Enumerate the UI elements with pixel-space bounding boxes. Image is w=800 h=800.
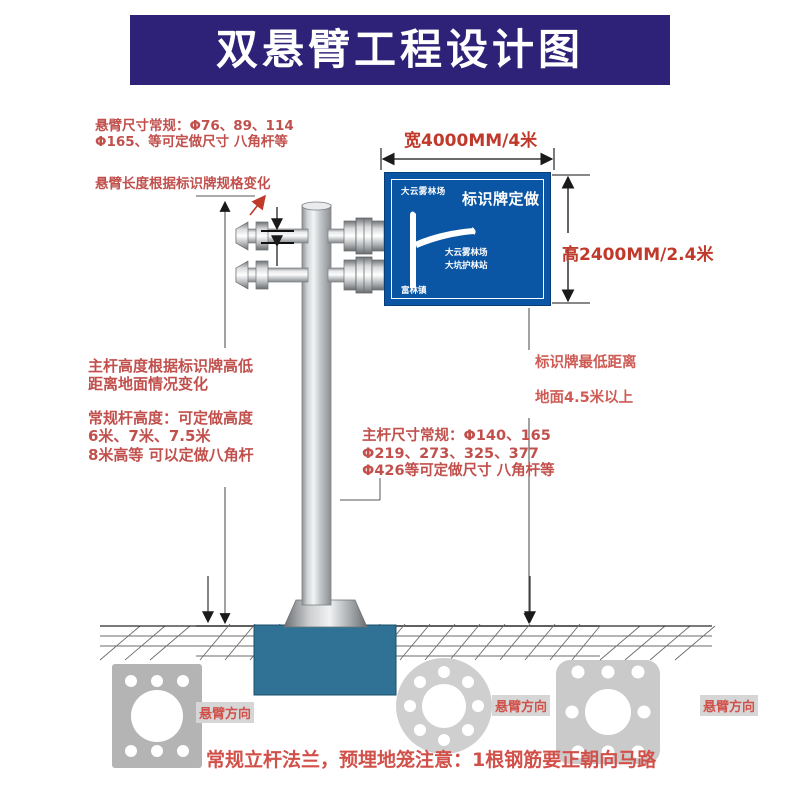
- sign-top-left-text: 大云雾林场: [401, 187, 446, 197]
- annotation-pole-size: 主杆尺寸常规：Φ140、165 Φ219、273、325、377 Φ426等可定…: [362, 428, 555, 480]
- sign-board[interactable]: 大云雾林场 标识牌定做 大云雾林场 大坑护林站 富林镇: [385, 173, 550, 305]
- bottom-caption: 常规立杆法兰，预埋地笼注意：1根钢筋要正朝向马路: [206, 749, 657, 771]
- flange-circle: [396, 658, 492, 754]
- foundation-block: [253, 624, 397, 696]
- ground-hatch-wings: [99, 625, 716, 661]
- flange-rounded-square: [556, 660, 660, 764]
- sign-headline-text: 标识牌定做: [462, 190, 540, 208]
- title-banner: 双悬臂工程设计图: [130, 15, 670, 85]
- lower-cantilever-arm: [235, 256, 391, 294]
- sign-route-graphic: [410, 211, 476, 288]
- dimension-width-label: 宽4000MM/4米: [404, 131, 538, 151]
- ground-pointer-arrows: [202, 576, 536, 624]
- annotation-arm-length: 悬臂长度根据标识牌规格变化: [95, 176, 271, 192]
- annotation-clearance-line2: 地面4.5米以上: [535, 390, 634, 406]
- pole-base-flare: [283, 599, 368, 628]
- sign-inner-border: [391, 179, 544, 299]
- pole-size-leader: [340, 478, 381, 501]
- flange-direction-label-1: 悬臂方向: [196, 702, 255, 723]
- dimension-height-label: 高2400MM/2.4米: [562, 245, 714, 265]
- annotation-arm-size: 悬臂尺寸常规：Φ76、89、114 Φ165、等可定做尺寸 八角杆等: [95, 118, 294, 151]
- sign-width-dimension: [380, 148, 555, 170]
- pole-cap: [301, 201, 332, 211]
- flange-direction-label-2: 悬臂方向: [492, 695, 551, 716]
- sign-height-dimension: [552, 174, 590, 304]
- annotation-clearance-line1: 标识牌最低距离: [535, 355, 637, 371]
- annotation-pole-height-note: 主杆高度根据标识牌高低 距离地面情况变化: [88, 357, 254, 394]
- arm-gap-dimension: [261, 207, 294, 266]
- sign-branch-line2: 大坑护林站: [445, 261, 488, 271]
- flange-rect: [112, 664, 202, 768]
- sign-bottom-left-text: 富林镇: [401, 286, 427, 296]
- flange-direction-label-3: 悬臂方向: [700, 695, 759, 716]
- annotation-pole-height-spec: 常规杆高度：可定做高度 6米、7米、7.5米 8米高等 可以定做八角杆: [88, 409, 254, 464]
- page-title: 双悬臂工程设计图: [215, 25, 584, 74]
- sign-branch-line1: 大云雾林场: [445, 248, 488, 258]
- main-pole: [301, 204, 332, 606]
- arm-length-leader: [196, 194, 266, 216]
